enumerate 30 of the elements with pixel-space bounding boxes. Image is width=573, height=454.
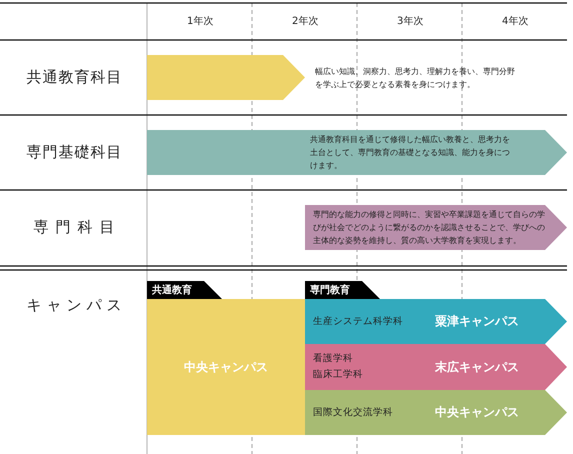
arrow-band bbox=[305, 205, 567, 250]
column-header: 2年次 bbox=[292, 15, 318, 28]
row-header: 専門科目 bbox=[34, 218, 122, 236]
arrow-band bbox=[305, 299, 567, 344]
arrow-band bbox=[147, 130, 567, 175]
tab-label bbox=[147, 281, 222, 299]
arrow-band bbox=[305, 390, 567, 435]
campus-block bbox=[147, 299, 305, 435]
campus-name: 末広キャンパス bbox=[435, 358, 519, 376]
tab-text: 共通教育 bbox=[152, 283, 192, 297]
column-header: 3年次 bbox=[397, 15, 424, 28]
department-name: 看護学科 bbox=[313, 352, 354, 366]
department-name: 国際文化交流学科 bbox=[313, 406, 393, 420]
arrow-band bbox=[305, 344, 567, 390]
arrow-band bbox=[147, 55, 305, 100]
campus-name: 粟津キャンパス bbox=[435, 313, 519, 330]
tab-text: 専門教育 bbox=[310, 283, 350, 297]
tab-label bbox=[305, 281, 380, 299]
row-header: 専門基礎科目 bbox=[26, 142, 122, 162]
column-header: 1年次 bbox=[187, 15, 214, 28]
campus-name: 中央キャンパス bbox=[184, 358, 268, 376]
department-name: 生産システム科学科 bbox=[313, 314, 403, 328]
row-header: キャンパス bbox=[26, 296, 126, 314]
description-text: 専門的な能力の修得と同時に、実習や卒業課題を通じて自らの学びが社会でどのように繋がるのかを認識させることで、学びへの主体的な姿勢を維持し、質の高い大学教育を実現します。 bbox=[313, 209, 546, 247]
column-header: 4年次 bbox=[502, 15, 528, 28]
department-name: 臨床工学科 bbox=[313, 368, 363, 382]
campus-name: 中央キャンパス bbox=[435, 404, 519, 421]
description-text: 共通教育科目を通じて修得した幅広い教養と、思考力を土台として、専門教育の基礎となる知識、能力を身につけます。 bbox=[310, 134, 510, 172]
description-text: 幅広い知識、洞察力、思考力、理解力を養い、専門分野を学ぶ上で必要となる素養を身につけます。 bbox=[315, 66, 515, 90]
row-header: 共通教育科目 bbox=[26, 68, 122, 86]
